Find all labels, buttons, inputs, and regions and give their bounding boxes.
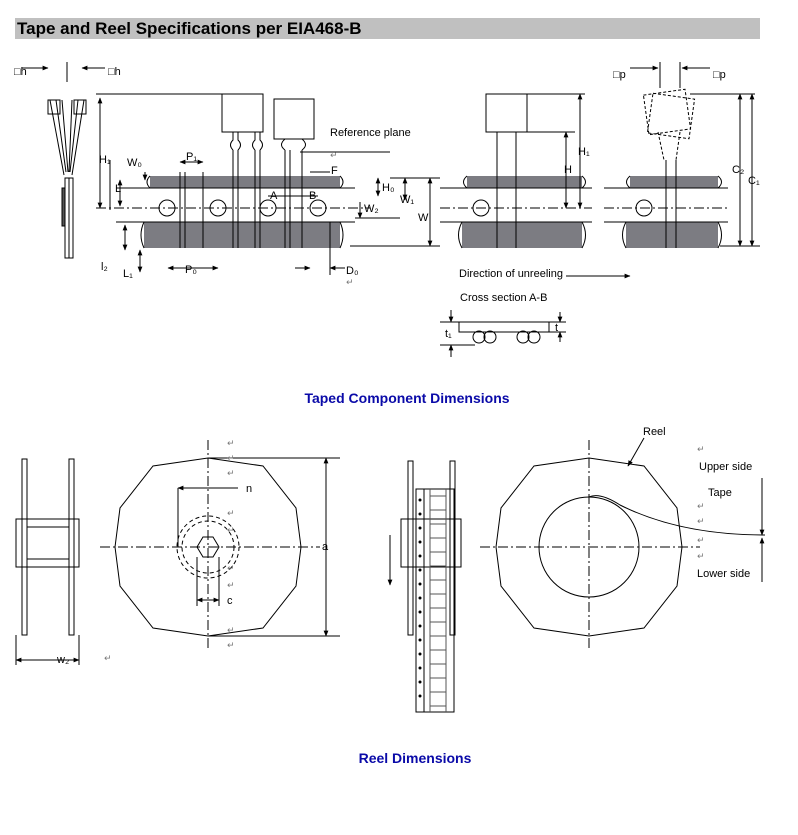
return-mark: ↵ bbox=[330, 151, 338, 161]
label-reel-n: n bbox=[246, 483, 252, 495]
label-p1: P₁ bbox=[186, 151, 197, 163]
svg-text:↵: ↵ bbox=[104, 654, 112, 664]
label-lower-side: Lower side bbox=[697, 568, 750, 580]
reel-front-view bbox=[100, 440, 340, 648]
label-upper-side: Upper side bbox=[699, 461, 752, 473]
svg-text:↵: ↵ bbox=[697, 445, 705, 455]
return-marks-reel: ↵ ↵ ↵ ↵ ↵ ↵ ↵ ↵ ↵ ↵ bbox=[104, 439, 235, 664]
svg-text:↵: ↵ bbox=[227, 564, 235, 574]
svg-text:↵: ↵ bbox=[697, 552, 705, 562]
label-h1-left: H₁ bbox=[99, 154, 111, 166]
label-direction: Direction of unreeling bbox=[459, 268, 563, 280]
label-reference-plane: Reference plane bbox=[330, 127, 411, 139]
page-title: Tape and Reel Specifications per EIA468-… bbox=[17, 19, 362, 38]
svg-text:↵: ↵ bbox=[227, 526, 235, 536]
label-reel: Reel bbox=[643, 426, 666, 438]
reel-tape-side-view bbox=[387, 460, 462, 713]
label-h: H bbox=[564, 164, 572, 176]
svg-text:↵: ↵ bbox=[227, 581, 235, 591]
label-p0: P₀ bbox=[185, 264, 197, 276]
svg-text:↵: ↵ bbox=[227, 626, 235, 636]
label-dh-right: □h bbox=[108, 66, 121, 78]
reel-tape-holes bbox=[418, 498, 422, 698]
side-view-leads bbox=[22, 62, 105, 259]
svg-text:↵: ↵ bbox=[227, 469, 235, 479]
label-reel-a: a bbox=[322, 541, 329, 553]
label-l1: L₁ bbox=[123, 268, 133, 280]
cross-section-drawing bbox=[440, 310, 566, 357]
label-t: t bbox=[555, 322, 558, 334]
reel-tape-front-view bbox=[480, 437, 766, 650]
label-t1: t₁ bbox=[445, 328, 452, 340]
label-h0: H₀ bbox=[382, 182, 395, 194]
right-view-1 bbox=[440, 93, 592, 249]
title-bar: Tape and Reel Specifications per EIA468-… bbox=[15, 18, 760, 39]
svg-text:↵: ↵ bbox=[227, 439, 235, 449]
caption-reel-dimensions: Reel Dimensions bbox=[359, 750, 472, 766]
label-w2: W₂ bbox=[364, 203, 379, 215]
label-reel-c: c bbox=[227, 595, 233, 607]
label-w: W bbox=[418, 212, 429, 224]
svg-text:↵: ↵ bbox=[697, 502, 705, 512]
reel-side-view bbox=[15, 458, 80, 665]
label-dh-left: □h bbox=[14, 66, 27, 78]
svg-text:↵: ↵ bbox=[227, 454, 235, 464]
return-mark: ↵ bbox=[346, 278, 354, 288]
label-l: L bbox=[115, 183, 121, 195]
label-a: A bbox=[270, 190, 278, 202]
label-cross-section: Cross section A-B bbox=[460, 292, 547, 304]
caption-taped-component: Taped Component Dimensions bbox=[304, 390, 509, 406]
svg-text:↵: ↵ bbox=[227, 641, 235, 651]
label-w1: W₁ bbox=[400, 194, 414, 206]
label-dp-right: □p bbox=[713, 69, 726, 81]
svg-text:↵: ↵ bbox=[697, 536, 705, 546]
label-dp-left: □p bbox=[613, 69, 626, 81]
svg-text:↵: ↵ bbox=[227, 509, 235, 519]
label-b: B bbox=[309, 190, 316, 202]
front-view bbox=[96, 93, 440, 275]
label-c2: C₂ bbox=[732, 164, 744, 176]
label-c1: C₁ bbox=[748, 175, 760, 187]
label-l2: l₂ bbox=[101, 261, 108, 273]
label-reel-w2: w₂ bbox=[56, 654, 69, 666]
label-d0: D₀ bbox=[346, 265, 359, 277]
label-f: F bbox=[331, 165, 338, 177]
svg-text:↵: ↵ bbox=[697, 517, 705, 527]
right-view-2 bbox=[604, 62, 760, 249]
label-tape: Tape bbox=[708, 487, 732, 499]
label-h1-right: H₁ bbox=[578, 146, 590, 158]
label-w0: W₀ bbox=[127, 157, 142, 169]
return-marks-reel-right: ↵ ↵ ↵ ↵ ↵ bbox=[697, 445, 705, 562]
